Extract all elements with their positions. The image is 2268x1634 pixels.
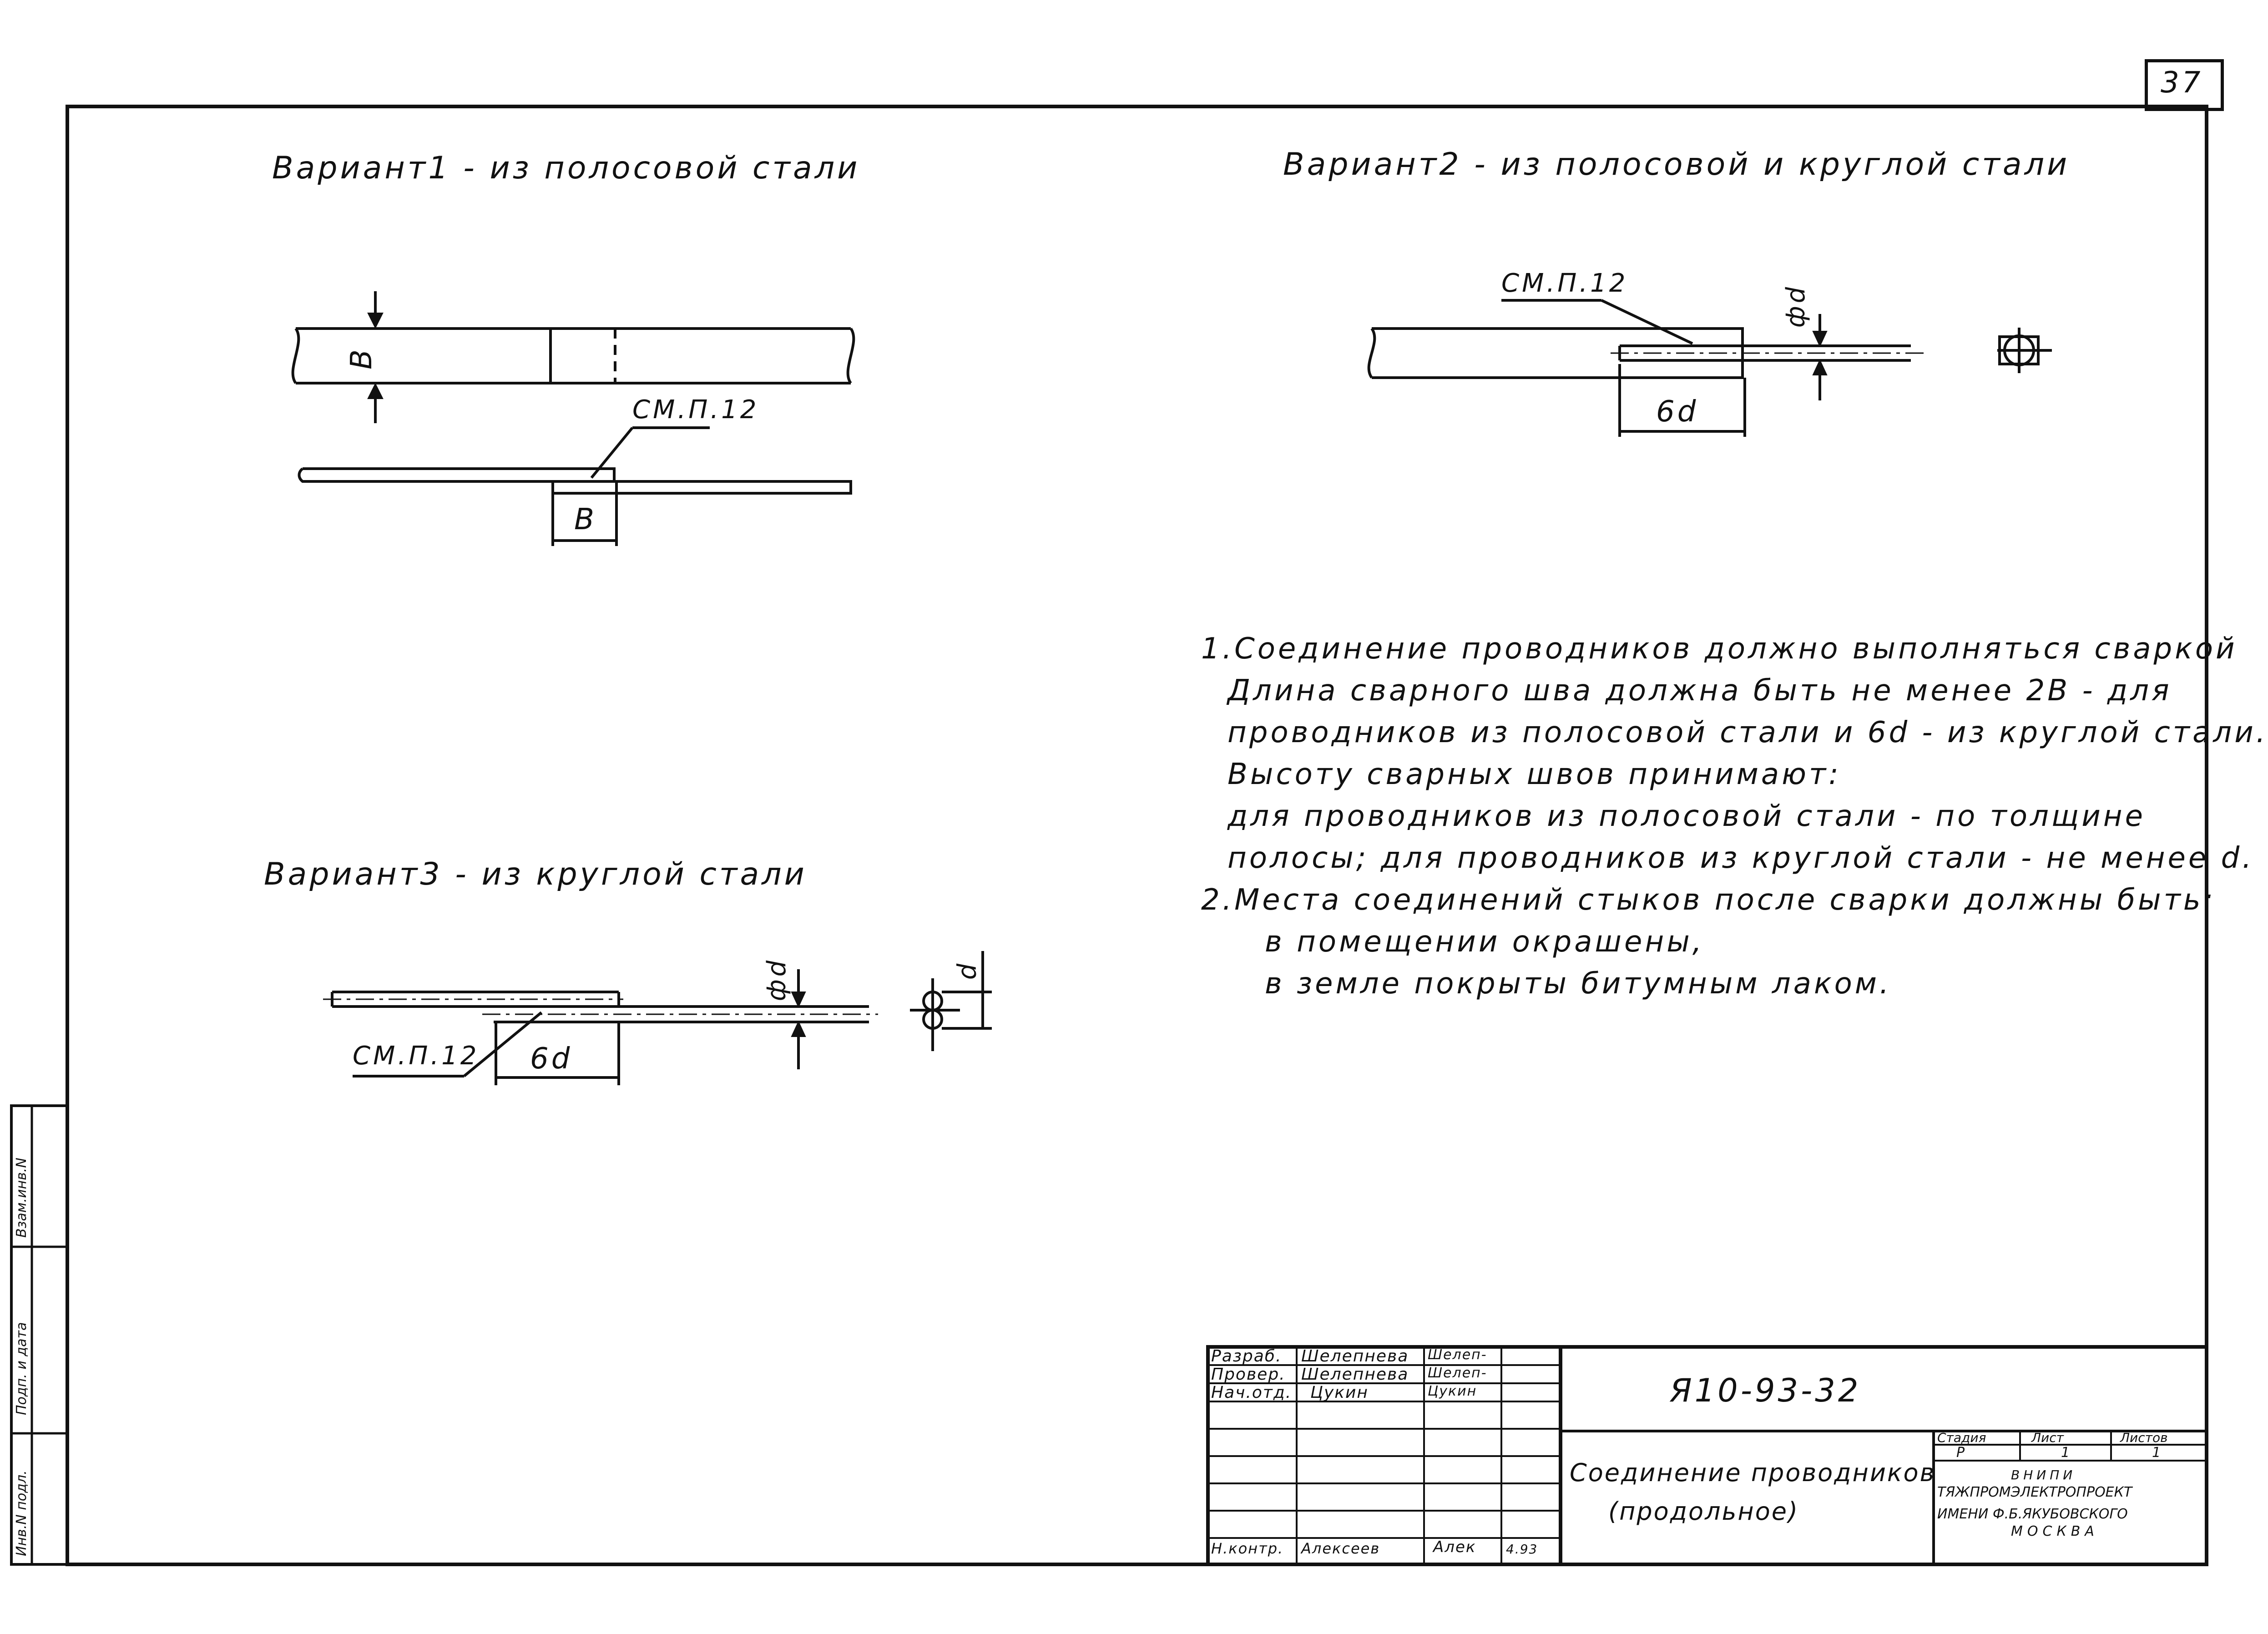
sheets-value: 1 — [2152, 1445, 2161, 1461]
drawing-title-line2: (продольное) — [1608, 1497, 1799, 1526]
tb-date-4: 4.93 — [1506, 1542, 1538, 1557]
v1-width-label: В — [344, 347, 379, 369]
note-line: Длина сварного шва должна быть не менее … — [1227, 674, 2172, 708]
v2-diameter-label: фd — [1781, 284, 1811, 328]
v2-reference-label: СМ.П.12 — [1501, 268, 1628, 298]
note-line: 1.Соединение проводников должно выполнят… — [1201, 632, 2238, 666]
variant3-title: Вариант3 - из круглой стали — [264, 856, 807, 892]
tb-role-1: Разраб. — [1211, 1347, 1282, 1366]
organization-line2: ТЯЖПРОМЭЛЕКТРОПРОЕКТ — [1937, 1484, 2132, 1500]
sheet-number: 37 — [2161, 66, 2203, 100]
v3-reference-label: СМ.П.12 — [353, 1041, 480, 1071]
tb-role-4: Н.контр. — [1211, 1540, 1284, 1557]
note-line: 2.Места соединений стыков после сварки д… — [1201, 883, 2216, 917]
stage-value: Р — [1956, 1445, 1965, 1461]
tb-sign-4: Алек — [1433, 1538, 1476, 1556]
tb-role-2: Провер. — [1211, 1365, 1286, 1384]
notes-block: 1.Соединение проводников должно выполнят… — [1201, 628, 2268, 1005]
side-replace-inventory: Взам.инв.N — [14, 1158, 30, 1238]
v3-diameter-label: фd — [762, 957, 792, 1002]
v1-reference-label: СМ.П.12 — [632, 395, 759, 425]
note-line: проводников из полосовой стали и 6d - из… — [1227, 716, 2268, 749]
variant1-title: Вариант1 - из полосовой стали — [272, 150, 860, 186]
tb-sign-2: Шелеп- — [1428, 1365, 1487, 1381]
note-line: полосы; для проводников из круглой стали… — [1227, 841, 2254, 875]
tb-name-1: Шелепнева — [1301, 1347, 1409, 1366]
tb-sign-3: Цукин — [1428, 1383, 1477, 1399]
v3-length-label: 6d — [530, 1042, 573, 1076]
organization-line3: ИМЕНИ Ф.Б.ЯКУБОВСКОГО — [1937, 1506, 2128, 1522]
note-line: для проводников из полосовой стали - по … — [1227, 799, 2146, 833]
stage-label: Стадия — [1937, 1430, 1986, 1445]
side-inventory-original: Инв.N подл. — [14, 1470, 30, 1556]
v3-d-label: d — [952, 961, 982, 980]
variant2-title: Вариант2 - из полосовой и круглой стали — [1283, 147, 2070, 182]
sheet-value: 1 — [2061, 1445, 2070, 1461]
tb-name-2: Шелепнева — [1301, 1365, 1409, 1384]
tb-sign-1: Шелеп- — [1428, 1347, 1487, 1363]
tb-name-3: Цукин — [1310, 1383, 1369, 1402]
note-line: в помещении окрашены, — [1265, 925, 1705, 959]
note-line: в земле покрыты битумным лаком. — [1265, 967, 1892, 1001]
v2-length-label: 6d — [1656, 395, 1699, 429]
sheet-number-box: 37 — [2145, 59, 2224, 111]
organization-line1: ВНИПИ — [2011, 1467, 2076, 1482]
drawing-title-line1: Соединение проводников — [1570, 1458, 1936, 1487]
tb-role-3: Нач.отд. — [1211, 1383, 1292, 1402]
v1-length-label: В — [574, 503, 597, 536]
sheets-label: Листов — [2120, 1430, 2168, 1445]
note-line: Высоту сварных швов принимают: — [1227, 758, 1841, 791]
organization-line4: МОСКВА — [2011, 1523, 2099, 1539]
sheet-label: Лист — [2031, 1430, 2064, 1445]
tb-name-4: Алексеев — [1301, 1540, 1380, 1557]
side-signature-date: Подп. и дата — [14, 1322, 30, 1415]
document-code: Я10-93-32 — [1670, 1372, 1861, 1409]
